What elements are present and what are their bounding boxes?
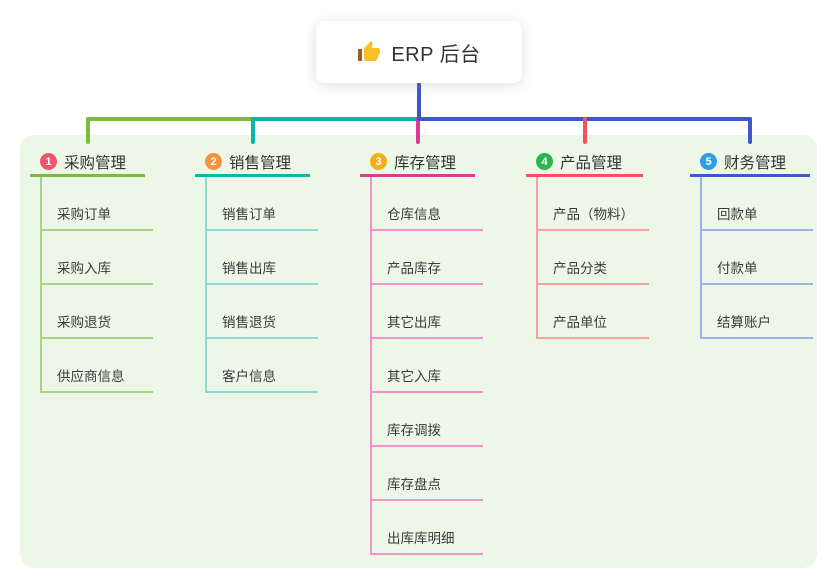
branch-children: 采购订单 采购入库 采购退货 供应商信息: [40, 177, 153, 393]
mindmap-node[interactable]: 产品单位: [536, 285, 649, 339]
mindmap-node[interactable]: 产品分类: [536, 231, 649, 285]
branch-label: 库存管理: [394, 154, 457, 172]
connector-sales-horizontal: [251, 117, 420, 121]
branch-badge: 5: [700, 153, 717, 170]
branch-children: 产品（物料） 产品分类 产品单位: [536, 177, 649, 339]
connector-inventory-vertical: [416, 117, 420, 144]
branch-label: 采购管理: [64, 154, 127, 172]
branch-children: 回款单 付款单 结算账户: [700, 177, 813, 339]
branch-badge: 2: [205, 153, 222, 170]
mindmap-node[interactable]: 出库库明细: [370, 501, 483, 555]
connector-purchase-vertical: [86, 117, 90, 144]
mindmap-node[interactable]: 销售出库: [205, 231, 318, 285]
branch-label: 财务管理: [724, 154, 787, 172]
mindmap-node[interactable]: 其它出库: [370, 285, 483, 339]
mindmap-node[interactable]: 供应商信息: [40, 339, 153, 393]
mindmap-node[interactable]: 产品（物料）: [536, 177, 649, 231]
mindmap-node[interactable]: 结算账户: [700, 285, 813, 339]
branch-purchase: 1 采购管理 采购订单 采购入库 采购退货 供应商信息: [30, 149, 153, 393]
connector-product-vertical: [583, 117, 587, 144]
branch-product: 4 产品管理 产品（物料） 产品分类 产品单位: [526, 149, 649, 339]
branch-sales: 2 销售管理 销售订单 销售出库 销售退货 客户信息: [195, 149, 318, 393]
branch-title-product[interactable]: 4 产品管理: [526, 149, 643, 177]
mindmap-node[interactable]: 采购入库: [40, 231, 153, 285]
mindmap-node[interactable]: 付款单: [700, 231, 813, 285]
connector-sales-vertical: [251, 117, 255, 144]
mindmap-node[interactable]: 产品库存: [370, 231, 483, 285]
thumbs-up-icon: [358, 41, 381, 61]
connector-finance-vertical: [748, 117, 752, 144]
branch-title-inventory[interactable]: 3 库存管理: [360, 149, 475, 177]
branch-title-purchase[interactable]: 1 采购管理: [30, 149, 145, 177]
branch-title-sales[interactable]: 2 销售管理: [195, 149, 310, 177]
mindmap-node[interactable]: 采购退货: [40, 285, 153, 339]
branch-label: 产品管理: [560, 154, 623, 172]
branches-panel: [20, 135, 817, 568]
connector-root-vertical: [417, 81, 421, 121]
mindmap-node[interactable]: 仓库信息: [370, 177, 483, 231]
root-label: ERP 后台: [391, 43, 481, 66]
branch-badge: 4: [536, 153, 553, 170]
mindmap-node[interactable]: 销售订单: [205, 177, 318, 231]
root-node[interactable]: ERP 后台: [316, 21, 522, 83]
branch-children: 仓库信息 产品库存 其它出库 其它入库 库存调拨 库存盘点 出库库明细: [370, 177, 483, 555]
mindmap-node[interactable]: 库存调拨: [370, 393, 483, 447]
mindmap-node[interactable]: 销售退货: [205, 285, 318, 339]
branch-badge: 3: [370, 153, 387, 170]
mindmap-node[interactable]: 库存盘点: [370, 447, 483, 501]
mindmap-node[interactable]: 其它入库: [370, 339, 483, 393]
branch-inventory: 3 库存管理 仓库信息 产品库存 其它出库 其它入库 库存调拨 库存盘点 出库库…: [360, 149, 483, 555]
branch-badge: 1: [40, 153, 57, 170]
mindmap-node[interactable]: 客户信息: [205, 339, 318, 393]
branch-label: 销售管理: [229, 154, 292, 172]
branch-title-finance[interactable]: 5 财务管理: [690, 149, 810, 177]
mindmap-node[interactable]: 回款单: [700, 177, 813, 231]
branch-finance: 5 财务管理 回款单 付款单 结算账户: [690, 149, 813, 339]
branch-children: 销售订单 销售出库 销售退货 客户信息: [205, 177, 318, 393]
mindmap-node[interactable]: 采购订单: [40, 177, 153, 231]
